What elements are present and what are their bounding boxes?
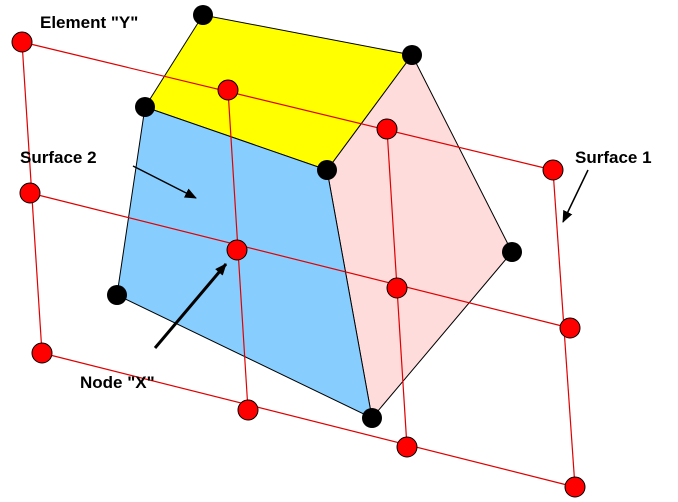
surface-2-label: Surface 2 [20,148,97,167]
element-y [116,14,513,420]
surface-1-label: Surface 1 [575,148,652,167]
grid-node [376,118,398,140]
grid-node [31,342,53,364]
grid-row-line [41,352,576,488]
surface-2-arrow [132,165,197,199]
grid-row-line [21,41,554,171]
grid-node [11,31,33,53]
grid-node [559,317,581,339]
grid-node [386,277,408,299]
element-node [135,97,155,117]
grid-row-line [29,192,571,329]
element-node [502,242,522,262]
element-y-label: Element "Y" [40,13,138,32]
node-x-arrow [153,263,228,349]
node-x [226,239,248,261]
element-nodes [107,5,522,428]
element-node [193,5,213,25]
grid-node [564,476,586,498]
element-node [107,285,127,305]
grid-node [396,436,418,458]
grid-node [542,159,564,181]
node-x-label: Node "X" [80,373,155,392]
surface-1-nodes [11,31,586,498]
grid-node [217,79,239,101]
element-node [402,45,422,65]
pointer-arrows [132,165,589,349]
grid-node [237,399,259,421]
surface-1-arrow [562,169,589,223]
grid-node [19,182,41,204]
element-node [362,408,382,428]
element-node [317,160,337,180]
